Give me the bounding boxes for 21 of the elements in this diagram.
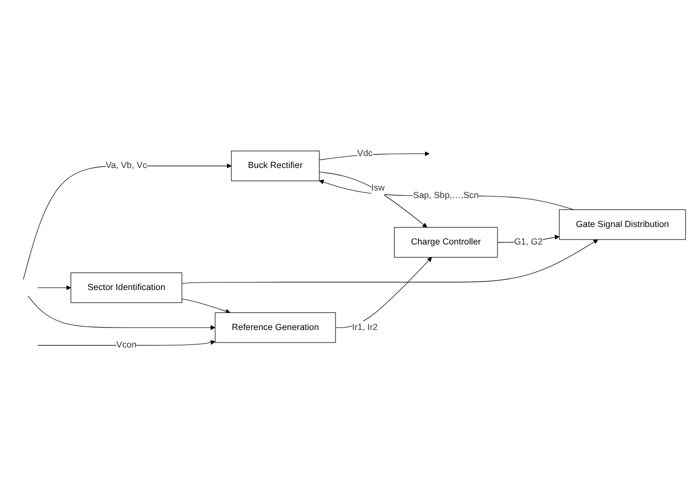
arrow bbox=[318, 172, 428, 228]
edge-label: G1, G2 bbox=[514, 238, 543, 248]
edge-label: Vdc bbox=[357, 149, 373, 159]
node-box: Charge Controller bbox=[394, 228, 498, 258]
node-box: Gate Signal Distribution bbox=[559, 210, 686, 240]
arrow bbox=[318, 152, 430, 161]
arrow bbox=[182, 299, 230, 314]
node-box: Reference Generation bbox=[214, 312, 336, 344]
edge-label: Vcon bbox=[116, 340, 136, 350]
arrow bbox=[37, 286, 72, 291]
node-box: Buck Rectifier bbox=[231, 151, 320, 182]
arrow bbox=[182, 240, 598, 284]
arrow bbox=[335, 258, 432, 328]
arrow bbox=[319, 180, 574, 210]
arrow bbox=[28, 296, 216, 330]
arrow bbox=[37, 340, 216, 346]
edge-label: Sap, Sbp,…,Scn bbox=[413, 191, 479, 201]
edge-label: Va, Vb, Vc bbox=[106, 161, 147, 171]
edge-label: Isw bbox=[371, 184, 385, 194]
node-box: Sector Identification bbox=[70, 272, 182, 304]
edge-label: Ir1, Ir2 bbox=[352, 323, 378, 332]
